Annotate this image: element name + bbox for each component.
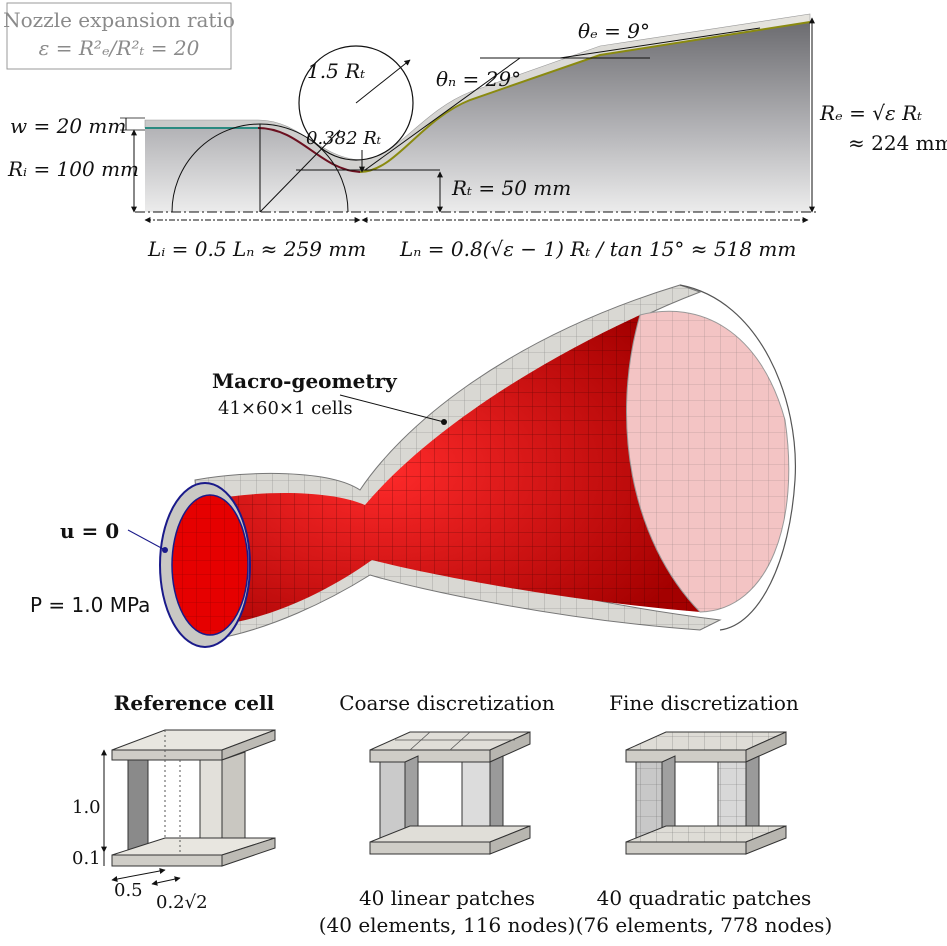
coarse-cell [369,731,531,855]
ref-dim-half: 0.5 [114,880,143,901]
li-label: Lᵢ = 0.5 Lₙ ≈ 259 mm [147,237,366,261]
small-r-label: 0.382 Rₜ [306,128,382,149]
coarse-title: Coarse discretization [339,691,555,715]
ratio-box-line2: ε = R²ₑ/R²ₜ = 20 [39,36,200,60]
re-label-2: ≈ 224 mm [848,131,947,155]
macro-cells: 41×60×1 cells [218,398,353,419]
ref-web-dim [151,876,181,886]
theta-n-line [364,57,521,171]
outlet-pink-mesh [626,311,789,612]
rt-label: Rₜ = 50 mm [451,176,571,200]
fine-cell [625,731,787,855]
bell-curve [359,21,811,173]
nozzle-profile [120,13,818,223]
reference-cell [111,729,276,867]
fine-line2: (76 elements, 778 nodes) [576,913,833,937]
coarse-line2: (40 elements, 116 nodes) [319,913,576,937]
ln-label: Lₙ = 0.8(√ε − 1) Rₜ / tan 15° ≈ 518 mm [399,237,796,261]
inner-red-mesh [210,315,700,625]
ref-dim-thick: 0.1 [72,848,101,869]
construction-line-1 [259,129,341,213]
theta-e-line [559,27,761,59]
circle-r-label: 1.5 Rₜ [307,59,365,83]
inlet-face-mesh [172,495,248,635]
macro-title: Macro-geometry [212,369,398,393]
fine-title: Fine discretization [609,691,799,715]
bc-u-leader [127,529,166,551]
ri-label: Rᵢ = 100 mm [7,157,139,181]
ref-dim-web: 0.2√2 [156,892,208,913]
macro-leader-dot [441,419,447,425]
ref-half-dim [111,868,166,882]
fine-line1: 40 quadratic patches [597,886,812,910]
re-label-1: Rₑ = √ε Rₜ [819,101,922,125]
throat-circle-radius [355,59,411,104]
bc-p-label: P = 1.0 MPa [30,593,150,617]
w-label: w = 20 mm [10,114,126,138]
ref-cell-title: Reference cell [114,691,275,715]
ref-dim-height: 1.0 [72,797,101,818]
theta-e-label: θₑ = 9° [578,19,650,43]
macro-leader [339,394,445,423]
bc-u-leader-dot [162,547,168,553]
ratio-box-line1: Nozzle expansion ratio [3,8,235,32]
bc-u-label: u = 0 [60,519,119,543]
ratio-box [6,2,232,70]
coarse-line1: 40 linear patches [359,886,535,910]
nozzle-3d [159,284,797,648]
nozzle-profile-body [145,22,810,212]
throat-circle [298,45,414,161]
theta-n-label: θₙ = 29° [436,67,521,91]
outlet-rim [679,284,797,631]
